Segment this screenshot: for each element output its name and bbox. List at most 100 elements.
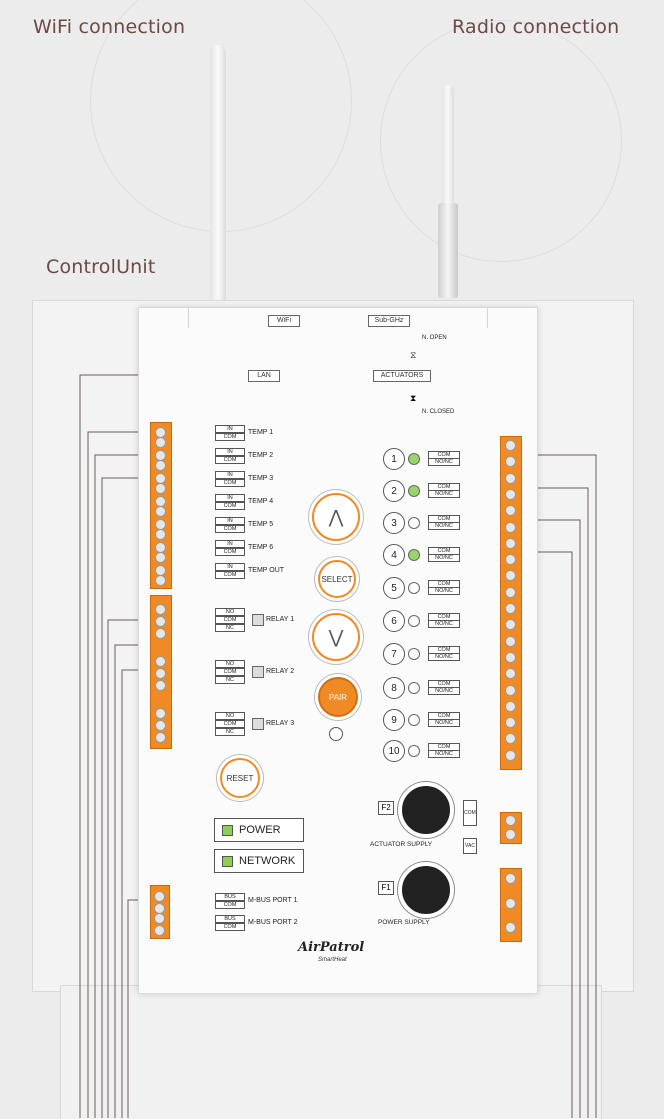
temp-label: TEMP 5 [248, 521, 274, 528]
terminal-screw [155, 680, 166, 691]
zone-number: 9 [383, 709, 405, 731]
terminal-screw [505, 733, 516, 745]
zone-nonc-label: NO/NC [428, 719, 460, 727]
zone-led [408, 582, 420, 594]
temp-in-label: IN [215, 471, 245, 479]
valve-open-icon: ⧖ [410, 350, 417, 360]
terminal-screw [155, 720, 166, 731]
power-led [222, 824, 233, 836]
mbus-com-label: COM [215, 901, 245, 909]
temp-in-label: IN [215, 563, 245, 571]
terminal-screw [155, 668, 166, 679]
zone-number: 8 [383, 677, 405, 699]
temp-in-label: IN [215, 448, 245, 456]
actuator-supply-com-label: COM [463, 800, 477, 826]
zone-number: 10 [383, 740, 405, 762]
up-button[interactable]: ⋀ [312, 493, 360, 541]
subghz-tab-label: Sub-GHz [368, 315, 410, 327]
terminal-screw [505, 898, 516, 909]
down-button[interactable]: ⋁ [312, 613, 360, 661]
relay-contact-label: NC [215, 728, 245, 736]
zone-number: 1 [383, 448, 405, 470]
temp-com-label: COM [215, 479, 245, 487]
temp-label: TEMP OUT [248, 567, 285, 574]
terminal-screw [155, 628, 166, 639]
zone-nonc-label: NO/NC [428, 620, 460, 628]
relay-contact-label: NO [215, 660, 245, 668]
zone-nonc-label: NO/NC [428, 653, 460, 661]
relay-label: RELAY 2 [266, 668, 295, 675]
relay-contact-label: NC [215, 624, 245, 632]
temp-com-label: COM [215, 548, 245, 556]
terminal-screw [505, 922, 516, 933]
terminal-screw [155, 616, 166, 627]
zone-nonc-label: NO/NC [428, 554, 460, 562]
relay-indicator [252, 614, 264, 626]
terminal-screw [155, 460, 166, 471]
terminal-screw [505, 456, 516, 468]
temp-label: TEMP 3 [248, 475, 274, 482]
zone-nonc-label: NO/NC [428, 458, 460, 466]
zone-nonc-label: NO/NC [428, 587, 460, 595]
terminal-screw [154, 925, 165, 936]
temp-com-label: COM [215, 502, 245, 510]
relay-indicator [252, 718, 264, 730]
mbus-bus-label: BUS [215, 915, 245, 923]
terminal-screw [155, 437, 166, 448]
bottom-bracket [60, 985, 602, 1119]
actuators-label: ACTUATORS [373, 370, 431, 382]
temp-label: TEMP 6 [248, 544, 274, 551]
network-label: NETWORK [239, 855, 296, 867]
terminal-screw [505, 717, 516, 729]
zone-led [408, 453, 420, 465]
terminal-screw [505, 505, 516, 517]
zone-nonc-label: NO/NC [428, 490, 460, 498]
radio-antenna [442, 85, 454, 205]
relay-contact-label: COM [215, 668, 245, 676]
power-supply-label: POWER SUPPLY [378, 919, 430, 926]
relay-contact-label: COM [215, 720, 245, 728]
relay-contact-label: COM [215, 616, 245, 624]
fuse-f2-label: F2 [378, 801, 394, 815]
terminal-screw [155, 552, 166, 563]
terminal-screw [155, 604, 166, 615]
terminal-screw [505, 472, 516, 484]
wifi-connection-caption: WiFi connection [33, 16, 186, 38]
terminal-screw [505, 603, 516, 614]
temp-com-label: COM [215, 525, 245, 533]
control-unit-caption: ControlUnit [46, 256, 156, 278]
temp-com-label: COM [215, 433, 245, 441]
n-closed-label: N. CLOSED [422, 409, 455, 415]
zone-led [408, 745, 420, 757]
relay-label: RELAY 1 [266, 616, 295, 623]
temp-in-label: IN [215, 425, 245, 433]
zone-nonc-label: NO/NC [428, 750, 460, 758]
terminal-screw [505, 684, 516, 696]
zone-led [408, 615, 420, 627]
zone-nonc-label: NO/NC [428, 687, 460, 695]
terminal-screw [505, 619, 516, 631]
relay-label: RELAY 3 [266, 720, 295, 727]
terminal-screw [155, 656, 166, 667]
brand-logo-sub: SmartHeat [318, 957, 347, 963]
relay-contact-label: NC [215, 676, 245, 684]
zone-nonc-label: NO/NC [428, 522, 460, 530]
unit-top-cap [188, 307, 488, 328]
reset-button[interactable]: RESET [220, 758, 260, 798]
select-button[interactable]: SELECT [318, 560, 356, 598]
terminal-screw [155, 575, 166, 586]
terminal-screw [154, 913, 165, 924]
terminal-screw [505, 700, 516, 712]
terminal-screw [505, 537, 516, 549]
terminal-screw [155, 483, 166, 494]
pair-button[interactable]: PAIR [318, 677, 358, 717]
temp-label: TEMP 2 [248, 452, 274, 459]
wifi-antenna [210, 45, 226, 313]
power-indicator: POWER [214, 818, 304, 842]
terminal-screw [155, 708, 166, 719]
power-supply-fuse-knob [398, 862, 454, 918]
brand-logo: AirPatrol [298, 940, 365, 955]
wifi-tab-label: WiFi [268, 315, 300, 327]
relay-contact-label: NO [215, 712, 245, 720]
zone-led [408, 714, 420, 726]
